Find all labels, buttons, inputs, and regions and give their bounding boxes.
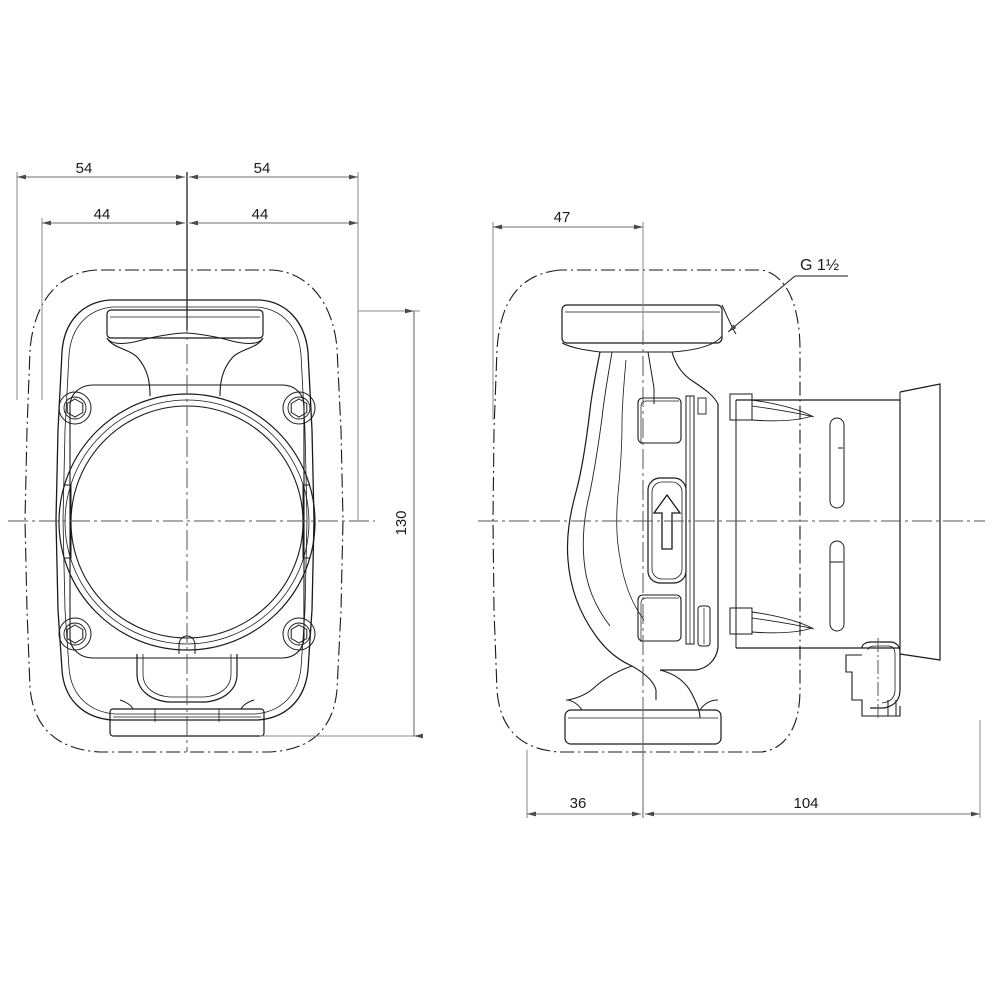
cable-gland — [845, 638, 901, 720]
volute-bottom-sweep — [567, 665, 633, 701]
motor-shell-front-edge — [660, 404, 719, 671]
dim-label-47: 47 — [554, 209, 571, 226]
bolt-boss-top-right — [282, 391, 316, 425]
top-neck-right-wall — [671, 351, 719, 405]
upper-pocket — [637, 397, 682, 444]
volute-outer-left — [566, 351, 633, 667]
hex-bolt-head-icon — [290, 624, 308, 644]
top-port-neck-left — [106, 337, 151, 397]
side-insulation-outline — [492, 269, 801, 753]
bottom-neck-left — [631, 665, 657, 700]
vent-screw-lower — [729, 607, 815, 635]
top-port-underside — [106, 332, 264, 344]
dim-label-130: 130 — [393, 510, 410, 535]
bolt-boss-bottom-left — [58, 617, 92, 651]
flow-arrow-badge-inner — [651, 481, 683, 580]
pump-body-outline — [55, 299, 315, 721]
dim-label-44-right: 44 — [252, 206, 269, 223]
dim-label-36: 36 — [570, 795, 587, 812]
insulation-shell-outline — [24, 269, 344, 753]
top-neck-left-wall — [647, 351, 655, 404]
volute-rib — [616, 359, 645, 621]
flow-direction-badge — [647, 477, 687, 584]
motor-flange-plate — [69, 384, 305, 659]
shell-tab-lower — [697, 605, 711, 647]
flow-arrow-badge-outline — [647, 477, 687, 584]
bottom-port-boss-left — [178, 635, 188, 654]
side-top-port-flange — [561, 304, 723, 344]
dim-label-54-right: 54 — [254, 160, 271, 177]
bottom-port-boss-right — [186, 635, 196, 654]
cooling-slot-lower — [829, 540, 845, 632]
side-view-dimensions: 47 36 104 — [492, 209, 981, 818]
dim-label-104: 104 — [793, 795, 818, 812]
lower-pocket — [637, 594, 682, 642]
pump-body-inner-outline — [62, 306, 308, 715]
side-top-flange-underside — [561, 335, 723, 353]
shell-tab-upper — [697, 397, 707, 415]
volute-inner-left — [582, 351, 613, 627]
bolt-boss-top-left — [58, 391, 92, 425]
dim-label-54-left: 54 — [76, 160, 93, 177]
top-port-flange — [106, 309, 264, 339]
bottom-neck-right — [659, 669, 701, 719]
hex-bolt-head-icon — [66, 398, 84, 418]
callout-leader-line — [727, 275, 796, 333]
hex-bolt-head-icon — [66, 624, 84, 644]
cooling-slot-upper — [829, 417, 845, 509]
front-view-dimensions: 54 54 44 44 130 — [16, 160, 423, 739]
bolt-boss-bottom-right — [282, 617, 316, 651]
side-view — [478, 232, 985, 810]
front-view — [8, 269, 375, 753]
top-port-neck-right — [219, 337, 264, 397]
dim-label-44-left: 44 — [94, 206, 111, 223]
side-top-flange-chamfer — [721, 304, 737, 335]
upper-pocket-inner — [640, 400, 679, 444]
hex-bolt-head-icon — [290, 398, 308, 418]
thread-callout: G 1½ — [727, 257, 848, 333]
motor-end-cap — [899, 383, 941, 661]
flow-direction-arrow-icon — [652, 493, 682, 550]
lower-pocket-inner — [640, 597, 679, 642]
thread-callout-label: G 1½ — [800, 257, 839, 274]
vent-screw-upper — [729, 393, 815, 422]
